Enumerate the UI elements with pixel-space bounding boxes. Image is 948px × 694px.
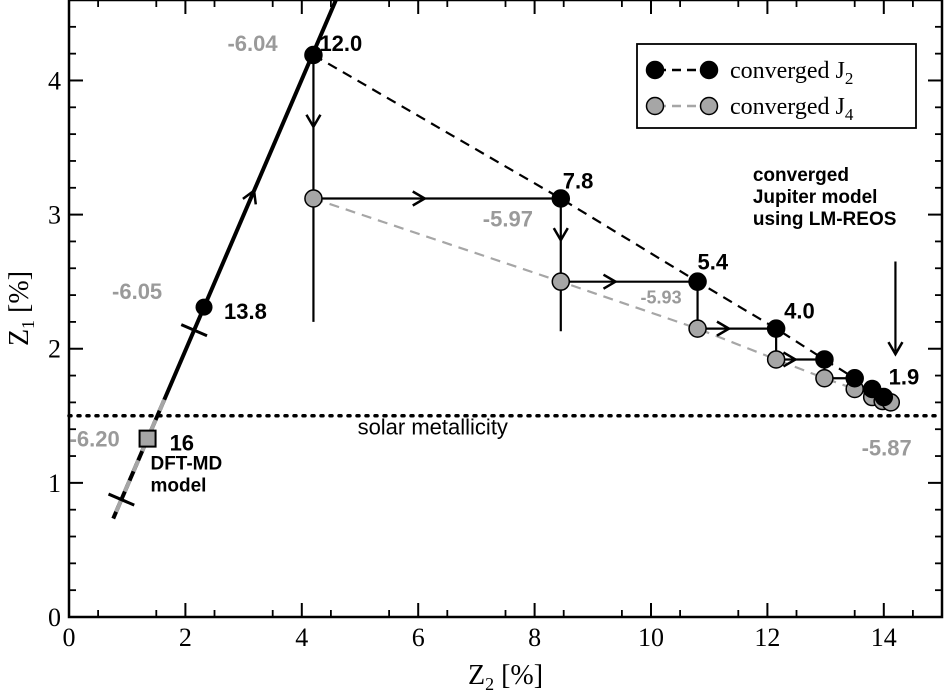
- annotation-0: 12.0: [319, 31, 362, 56]
- note-1-line-1: Jupiter model: [753, 187, 878, 208]
- note-1-line-2: using LM-REOS: [753, 209, 897, 230]
- step-right-arrow-2-head: [716, 320, 732, 337]
- main-line-cap-bottom: [107, 492, 135, 507]
- j2-point-0: [304, 45, 323, 65]
- step-right-arrow-3-head: [782, 351, 798, 368]
- note-0-line-1: model: [150, 475, 206, 496]
- j4-point-2: [688, 319, 707, 338]
- annotation-3: -5.97: [483, 207, 533, 232]
- annotation-12: -6.20: [70, 427, 120, 452]
- j2-point-5: [845, 368, 864, 388]
- legend-label-1: converged J4: [730, 94, 854, 124]
- y-axis-title-main: Z: [4, 329, 35, 346]
- step-right-arrow-1: [602, 273, 618, 290]
- x-axis-title-main: Z: [468, 660, 485, 691]
- annotation-9: 13.8: [224, 299, 267, 324]
- y-axis-title: Z1 [%]: [4, 271, 38, 346]
- x-axis-title-unit: [%]: [494, 660, 543, 691]
- main-line: [160, 0, 339, 406]
- main-line-cap-middle: [180, 323, 208, 338]
- step-down-arrow-1: [552, 227, 569, 243]
- x-tick-label-3: 6: [412, 623, 425, 652]
- main-line-arrow-head: [242, 188, 258, 205]
- step-down-arrow-0: [305, 114, 322, 130]
- x-tick-label-4: 8: [528, 623, 541, 652]
- j4-point-4: [815, 368, 834, 388]
- y-axis-title-unit: [%]: [4, 271, 35, 320]
- annotation-4: 5.4: [698, 250, 729, 275]
- x-tick-label-2: 4: [295, 623, 308, 652]
- legend-marker-a-0: [645, 60, 665, 80]
- legend-label-sub-1: 4: [845, 105, 854, 124]
- legend-label-main-0: converged J: [730, 58, 845, 84]
- x-axis-title-sub: 2: [485, 674, 494, 694]
- step-right-arrow-3: [782, 351, 798, 368]
- x-tick-label-5: 10: [638, 623, 664, 652]
- points-layer: [138, 45, 901, 448]
- y-tick-label-1: 1: [48, 469, 61, 498]
- annotation-1: -6.04: [227, 31, 278, 56]
- y-tick-label-0: 0: [48, 603, 61, 632]
- j4-point-0: [304, 189, 323, 208]
- x-axis-title: Z2 [%]: [468, 660, 543, 694]
- j4-point-3: [766, 350, 786, 369]
- annotation-11: 16: [170, 431, 194, 456]
- annotation-8: -5.87: [862, 435, 912, 460]
- annotation-5: -5.93: [641, 288, 682, 308]
- x-tick-label-1: 2: [179, 623, 192, 652]
- y-tick-label-3: 3: [48, 201, 61, 230]
- j2-point-4: [815, 350, 834, 369]
- annotation-10: -6.05: [112, 279, 162, 304]
- note-1-line-0: converged: [753, 165, 849, 186]
- frame-layer: [67, 0, 944, 619]
- j2-point-7: [874, 387, 894, 407]
- j4-point-1: [551, 272, 571, 291]
- legend-marker-a-1: [645, 96, 665, 116]
- legend-label-main-1: converged J: [730, 94, 845, 120]
- j2-point-1: [551, 189, 571, 208]
- y-tick-label-4: 4: [48, 66, 61, 95]
- y-tick-label-2: 2: [48, 335, 61, 364]
- note-0-line-0: DFT-MD: [150, 453, 222, 474]
- step-right-arrow-2: [716, 320, 732, 337]
- legend-box: [636, 43, 917, 129]
- step-right-arrow-0-head: [412, 190, 428, 207]
- x-tick-label-6: 12: [754, 623, 780, 652]
- step-down-arrow-0-head: [305, 114, 322, 130]
- step-right-arrow-1-head: [602, 273, 618, 290]
- legend-marker-b-0: [699, 60, 719, 80]
- legend-label-sub-0: 2: [845, 69, 854, 88]
- annotation-6: 4.0: [784, 299, 815, 324]
- solar-metallicity-label: solar metallicity: [358, 415, 508, 440]
- converged-arrow-head: [887, 341, 904, 357]
- main-line-arrow: [242, 188, 258, 205]
- annotation-7: 1.9: [889, 364, 920, 389]
- legend-label-0: converged J2: [730, 58, 853, 88]
- x-tick-label-7: 14: [871, 623, 897, 652]
- point-13-8: [195, 298, 213, 316]
- legend-marker-b-1: [699, 96, 719, 116]
- j2-point-2: [688, 272, 707, 291]
- y-axis-title-sub: 1: [18, 320, 38, 329]
- x-tick-label-0: 0: [63, 623, 76, 652]
- converged-arrow-head-head: [887, 341, 904, 357]
- dft-md-model-point: [138, 429, 157, 448]
- j2-point-3: [766, 319, 786, 338]
- step-right-arrow-0: [412, 190, 428, 207]
- step-down-arrow-1-head: [552, 227, 569, 243]
- annotation-2: 7.8: [563, 169, 594, 194]
